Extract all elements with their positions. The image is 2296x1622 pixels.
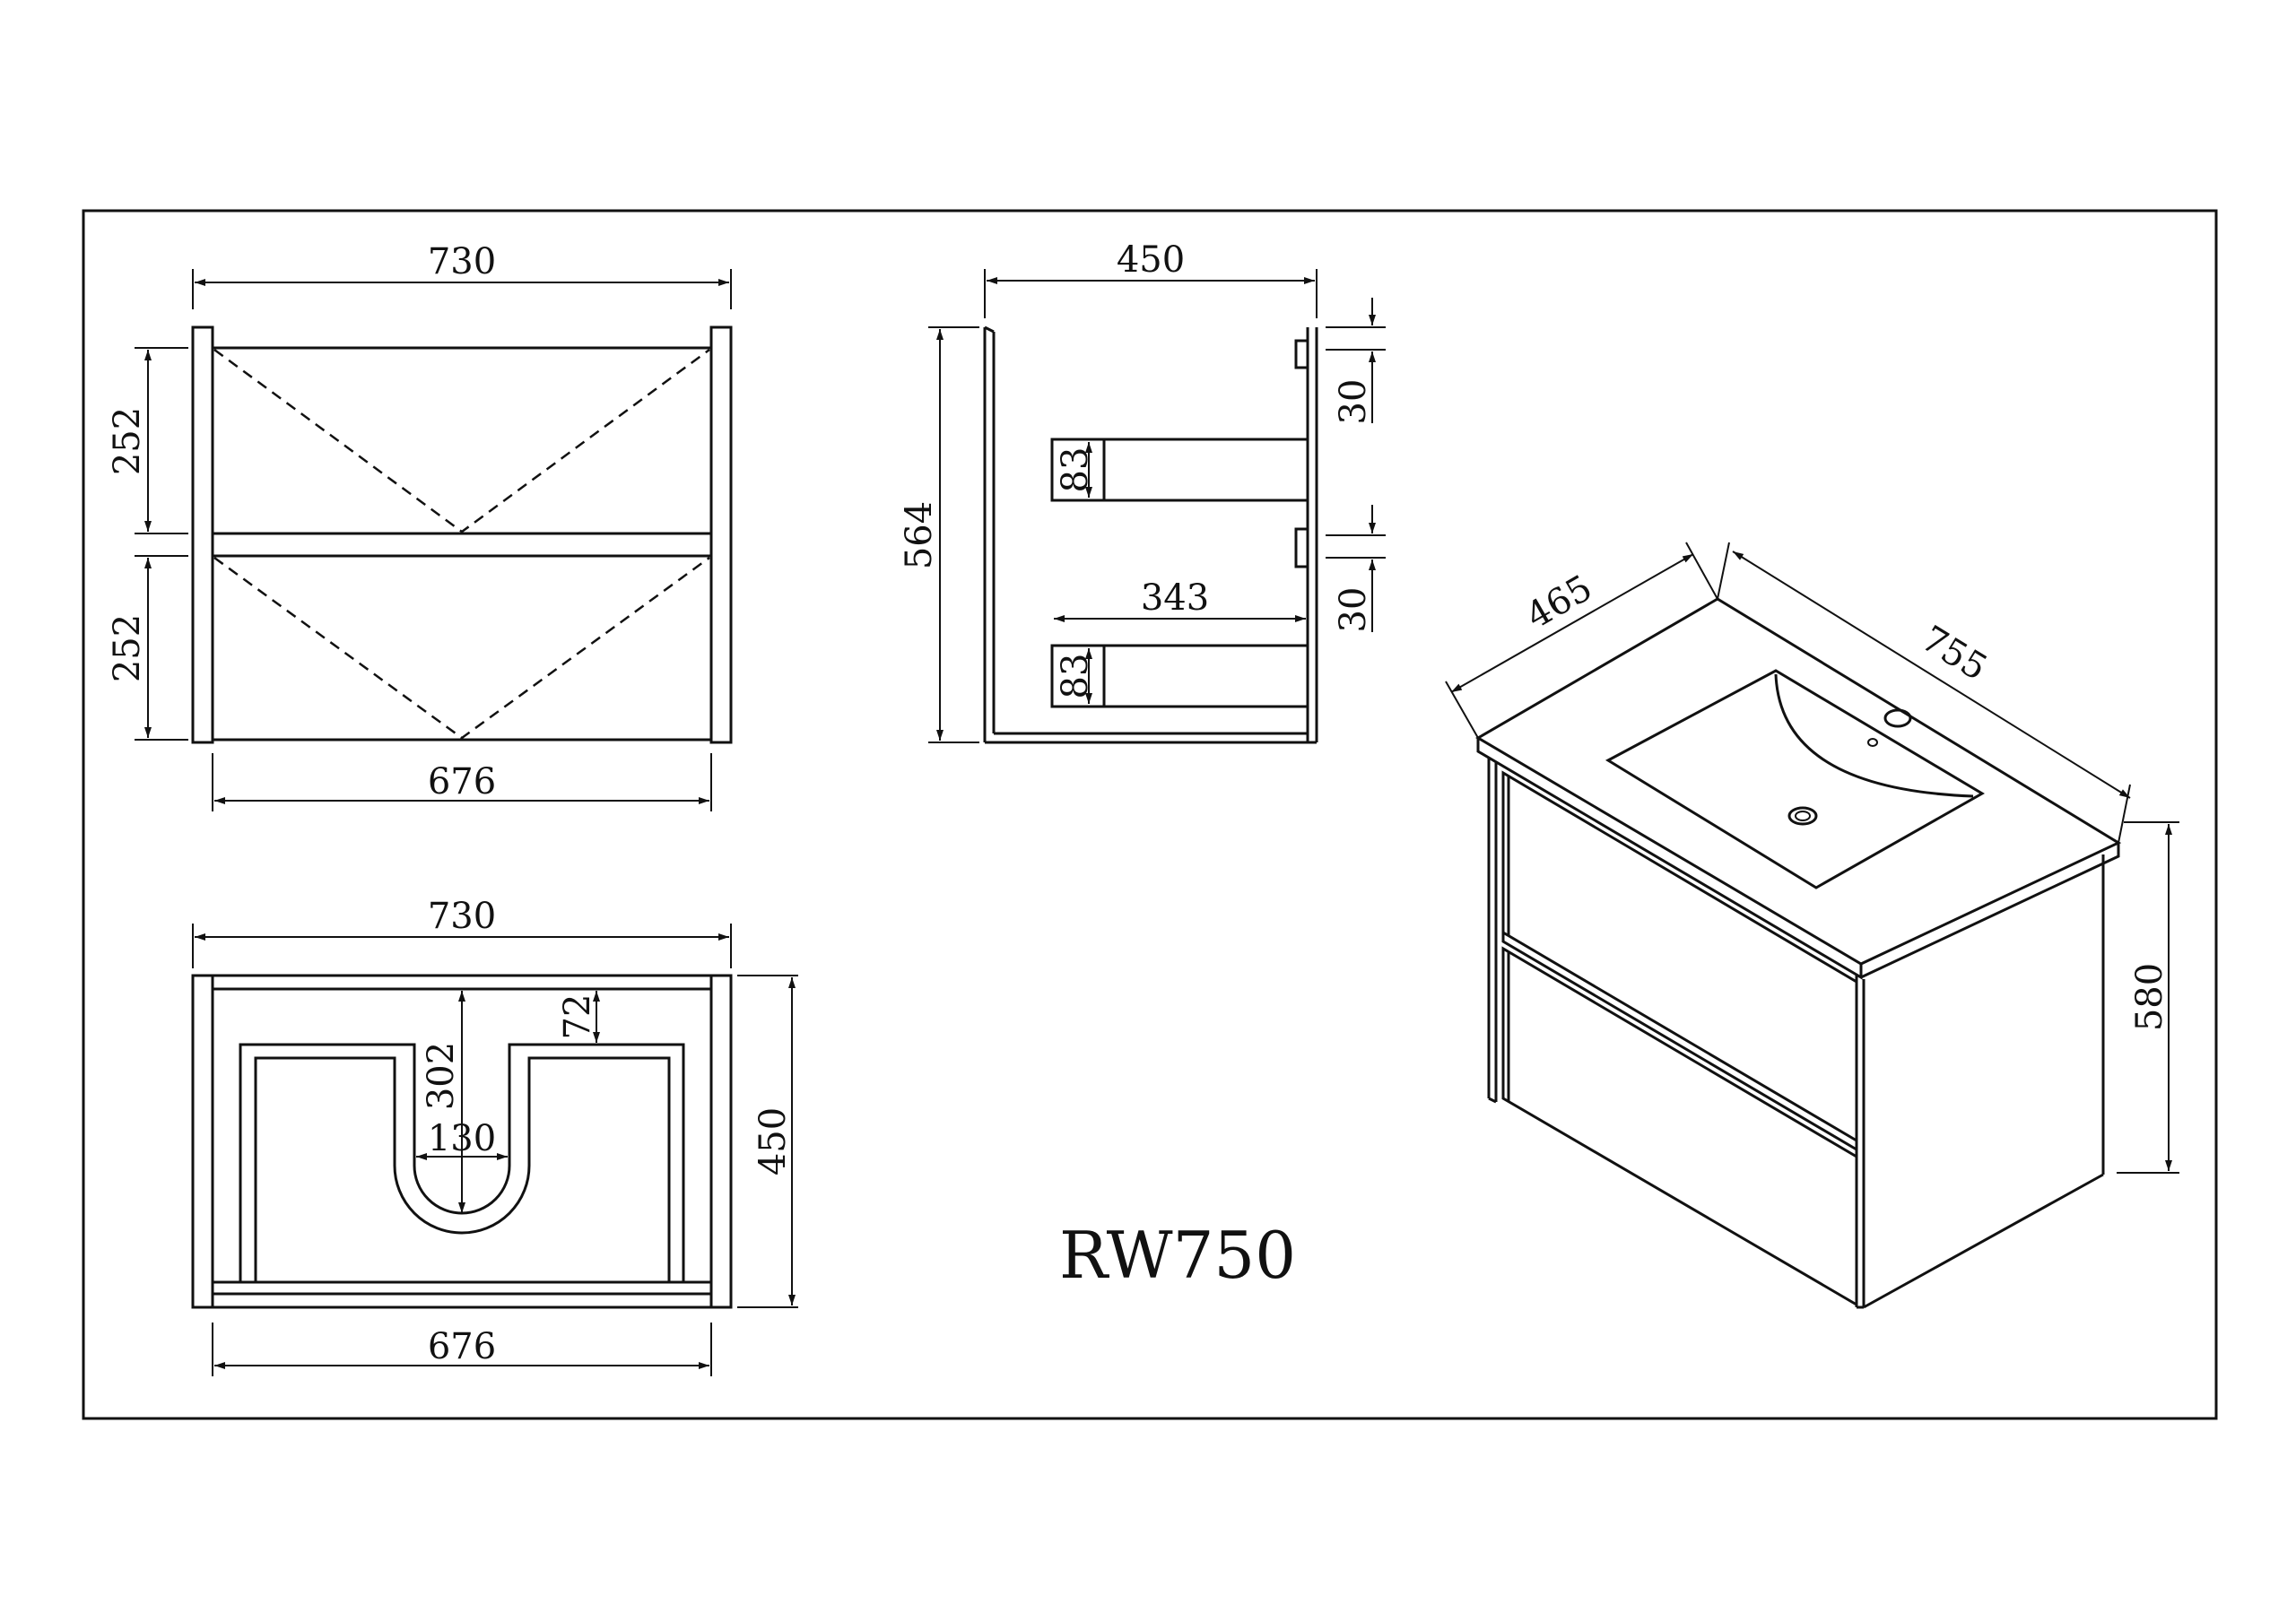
side-drawer-depth-label: 343 — [1141, 577, 1209, 619]
iso-width-dim-line — [1732, 551, 2131, 799]
top-cutout-width-label: 130 — [428, 1118, 496, 1159]
top-inner-width-label: 676 — [428, 1326, 496, 1367]
iso-height-label: 580 — [2129, 963, 2170, 1031]
top-right-post — [709, 974, 733, 1309]
iso-width-label: 755 — [1914, 618, 1994, 689]
top-depth-label: 450 — [752, 1107, 794, 1175]
iso-basin-drain — [1787, 806, 1818, 826]
front-right-post — [709, 325, 733, 744]
model-code: RW750 — [1059, 1218, 1296, 1293]
side-top-handle — [1050, 438, 1106, 502]
iso-drawer-top — [1501, 770, 1858, 1143]
iso-basin-outline — [1605, 669, 1985, 889]
iso-depth-dim-line — [1450, 553, 1694, 693]
front-top-drawer-label: 252 — [107, 407, 148, 475]
iso-depth-label: 465 — [1519, 568, 1599, 638]
iso-drawer-bottom — [1501, 946, 1858, 1307]
iso-view: 465 755 580 — [1445, 542, 2179, 1309]
iso-countertop-top — [1475, 597, 2122, 966]
iso-cabinet-bottom — [1863, 1173, 2104, 1309]
front-divider — [211, 532, 713, 558]
iso-overflow — [1867, 738, 1878, 747]
top-width-label: 730 — [428, 896, 496, 937]
front-drawer-bottom — [211, 554, 713, 742]
top-cutout-offset-label: 72 — [557, 994, 598, 1040]
front-drawer-top-dash — [213, 348, 710, 533]
front-width-label: 730 — [428, 241, 496, 282]
top-view: 730 676 450 302 72 130 — [191, 896, 798, 1376]
front-left-post — [191, 325, 214, 744]
side-gap-bottom-label: 30 — [1333, 587, 1374, 633]
side-bottom-handle-label: 83 — [1055, 654, 1096, 699]
side-bottom-handle — [1050, 644, 1106, 708]
top-cutout-depth-label: 302 — [421, 1042, 462, 1110]
top-drawer-frame-cutout — [239, 1043, 685, 1284]
side-depth-label: 450 — [1117, 239, 1185, 281]
side-gap-top-label: 30 — [1333, 379, 1374, 425]
front-view: 730 676 252 252 — [107, 241, 733, 811]
front-drawer-bottom-dash — [213, 556, 710, 740]
side-top-handle-label: 83 — [1055, 447, 1096, 493]
drawing-border — [82, 209, 2218, 1420]
iso-tap-hole — [1883, 708, 1912, 728]
front-inner-width-label: 676 — [428, 761, 496, 802]
front-drawer-top — [211, 346, 713, 535]
front-bottom-drawer-label: 252 — [107, 614, 148, 682]
side-height-label: 564 — [899, 501, 940, 569]
top-left-post — [191, 974, 214, 1309]
side-view: 83 83 450 564 343 30 30 — [899, 239, 1386, 744]
